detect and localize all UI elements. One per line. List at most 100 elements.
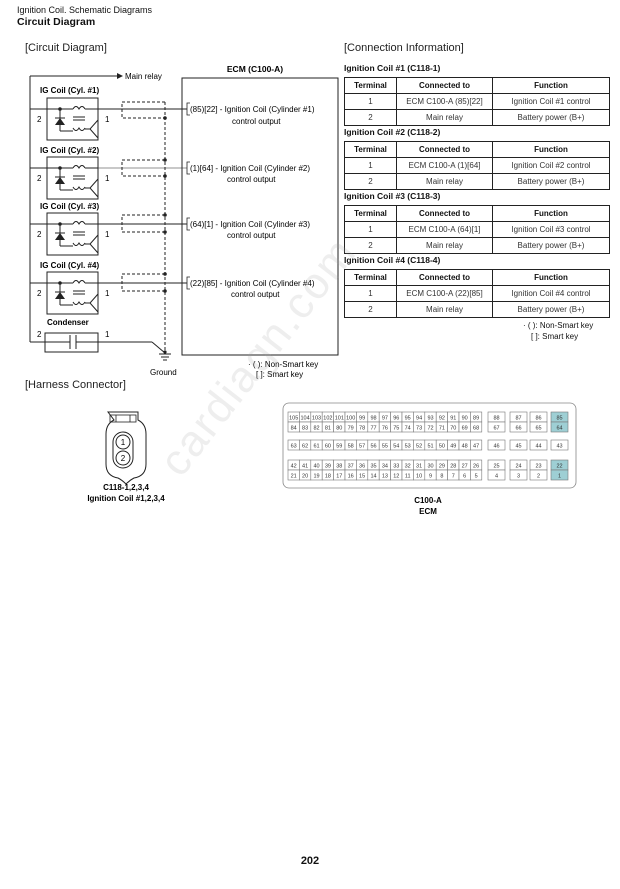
ecm-pin-label: 30: [427, 464, 433, 470]
coil-connector-icon: 1 2: [105, 411, 147, 485]
ecm-connector-desc: ECM: [419, 507, 437, 516]
ecm-pin-label: 97: [382, 416, 388, 422]
ecm-pin-label: 22: [556, 464, 562, 470]
ecm-pin-desc: control output: [227, 231, 276, 240]
ecm-pin-label: 68: [473, 426, 479, 432]
cell: Battery power (B+): [492, 301, 610, 318]
cell: 2: [344, 173, 397, 190]
pin-label: 2: [121, 454, 126, 463]
ecm-pin-label: (85)[22] - Ignition Coil (Cylinder #1): [190, 105, 315, 114]
ecm-pin-label: 74: [405, 426, 411, 432]
ecm-pin-label: 73: [416, 426, 422, 432]
ecm-pin-label: 26: [473, 464, 479, 470]
ecm-pin-cell: [487, 439, 506, 451]
ecm-pin-label: 66: [515, 426, 521, 432]
note-nonsmart: · ( ): Non-Smart key: [248, 360, 318, 369]
cell: 1: [344, 93, 397, 110]
coil-cyl-2: IG Coil (Cyl. #2) 2 1 (1)[64] - Ignition…: [29, 146, 310, 200]
ecm-pin-label: 13: [382, 474, 388, 480]
ecm-pin-label: 50: [439, 444, 445, 450]
ecm-pin-label: 43: [556, 444, 562, 450]
table-title: Ignition Coil #2 (C118-2): [344, 127, 441, 137]
ecm-pin-label: 67: [493, 426, 499, 432]
ecm-pin-label: 9: [429, 474, 432, 480]
ecm-pin-desc: control output: [227, 175, 276, 184]
ecm-pin-cell: [550, 439, 569, 451]
ecm-pin-label: 102: [323, 416, 332, 422]
ecm-pin-label: 49: [450, 444, 456, 450]
ecm-pin-label: 8: [440, 474, 443, 480]
ecm-pin-label: 54: [393, 444, 399, 450]
ecm-pin-label: 62: [302, 444, 308, 450]
col-connected: Connected to: [396, 205, 493, 222]
pin-label: 1: [105, 289, 110, 298]
cell: 1: [344, 157, 397, 174]
cell: 2: [344, 109, 397, 126]
ecm-pin-cell: [550, 421, 569, 433]
ecm-pin-label: 96: [393, 416, 399, 422]
ecm-pin-label: 17: [336, 474, 342, 480]
cell: Main relay: [396, 237, 493, 254]
ecm-pin-cell: [470, 469, 483, 481]
cell: ECM C100-A (85)[22]: [396, 93, 493, 110]
cell: Ignition Coil #1 control: [492, 93, 610, 110]
ecm-pin-label: 35: [370, 464, 376, 470]
coil-cyl-1: IG Coil (Cyl. #1) 2 1 (85)[22] - Ignitio…: [29, 86, 315, 141]
cell: Main relay: [396, 173, 493, 190]
ecm-pin-label: 81: [325, 426, 331, 432]
col-function: Function: [492, 77, 610, 94]
ecm-pin-label: 56: [370, 444, 376, 450]
ground-label: Ground: [150, 368, 177, 377]
ecm-pin-label: 12: [393, 474, 399, 480]
table-title: Ignition Coil #4 (C118-4): [344, 255, 441, 265]
ecm-pin-label: 39: [325, 464, 331, 470]
page-title: Circuit Diagram: [17, 16, 96, 28]
ecm-pin-label: 58: [348, 444, 354, 450]
ecm-pin-cell: [529, 469, 548, 481]
col-connected: Connected to: [396, 269, 493, 286]
col-terminal: Terminal: [344, 205, 397, 222]
ecm-pin-label: 59: [336, 444, 342, 450]
table-title: Ignition Coil #3 (C118-3): [344, 191, 441, 201]
ecm-pin-label: 36: [359, 464, 365, 470]
main-relay-label: Main relay: [125, 72, 162, 81]
ecm-pin-label: 69: [462, 426, 468, 432]
col-function: Function: [492, 141, 610, 158]
ecm-pin-label: 11: [405, 474, 411, 480]
ecm-pin-label: 76: [382, 426, 388, 432]
ecm-pin-label: 95: [405, 416, 411, 422]
ecm-pin-label: 101: [335, 416, 344, 422]
ecm-pin-cell: [529, 439, 548, 451]
pin-label: 1: [105, 174, 110, 183]
ecm-pin-label: 77: [370, 426, 376, 432]
ecm-pin-label: 38: [336, 464, 342, 470]
page-number: 202: [300, 855, 320, 867]
circuit-section-label: [Circuit Diagram]: [25, 42, 107, 54]
cell: Battery power (B+): [492, 109, 610, 126]
pin-label: 2: [37, 115, 42, 124]
ecm-pin-label: 60: [325, 444, 331, 450]
ecm-pin-label: 71: [439, 426, 445, 432]
ecm-pin-label: 98: [370, 416, 376, 422]
arrow-icon: [117, 73, 123, 79]
cell: 1: [344, 285, 397, 302]
ecm-pin-label: 47: [473, 444, 479, 450]
ecm-pin-label: 45: [515, 444, 521, 450]
ecm-pin-label: 53: [405, 444, 411, 450]
ecm-pin-label: 5: [475, 474, 478, 480]
col-terminal: Terminal: [344, 77, 397, 94]
ecm-connector-outline: [282, 402, 577, 489]
ecm-pin-cell: [470, 439, 483, 451]
ecm-pin-label: 80: [336, 426, 342, 432]
ecm-pin-label: 64: [556, 426, 562, 432]
ecm-pin-label: 85: [556, 416, 562, 422]
